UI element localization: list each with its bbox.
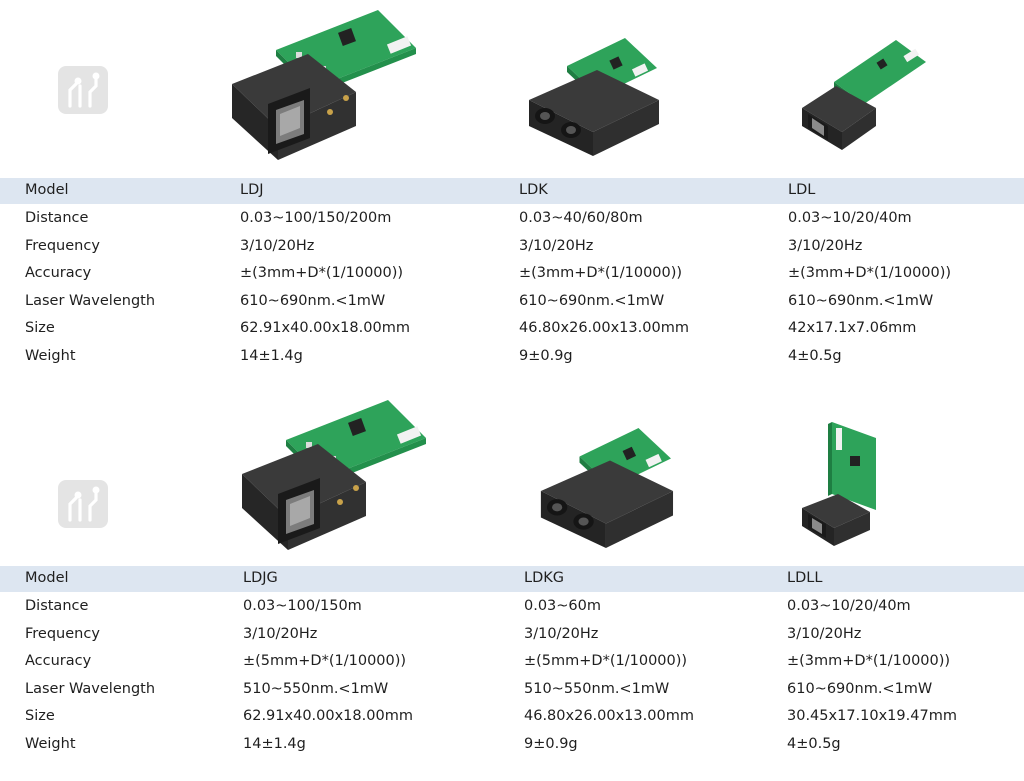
table-cell: 46.80x26.00x13.00mm — [524, 708, 694, 724]
row-label: Laser Wavelength — [25, 293, 156, 309]
table-cell: ±(3mm+D*(1/10000)) — [519, 265, 683, 281]
table-cell: 0.03~10/20/40m — [787, 598, 911, 614]
table-cell: 62.91x40.00x18.00mm — [240, 320, 410, 336]
row-label: Distance — [25, 210, 89, 226]
table-cell: 9±0.9g — [519, 348, 573, 364]
table-cell: 14±1.4g — [243, 736, 306, 752]
table-cell: 62.91x40.00x18.00mm — [243, 708, 413, 724]
laser-module-ldl — [802, 40, 926, 150]
table-cell: 3/10/20Hz — [240, 238, 315, 254]
table-cell: ±(3mm+D*(1/10000)) — [787, 653, 951, 669]
table-cell: 0.03~100/150/200m — [240, 210, 392, 226]
row-label: Frequency — [25, 238, 100, 254]
table-cell: 0.03~40/60/80m — [519, 210, 643, 226]
table-row-frequency: Frequency 3/10/20Hz 3/10/20Hz 3/10/20Hz — [0, 234, 1024, 260]
row-label: Distance — [25, 598, 89, 614]
row-label: Model — [25, 182, 69, 198]
table-cell: 3/10/20Hz — [787, 626, 862, 642]
table-cell: 610~690nm.<1mW — [519, 293, 665, 309]
row-label: Model — [25, 570, 69, 586]
table-cell: 3/10/20Hz — [243, 626, 318, 642]
model-name-ldj: LDJ — [240, 182, 264, 198]
table-cell: 46.80x26.00x13.00mm — [519, 320, 689, 336]
row-label: Size — [25, 708, 55, 724]
table-cell: 14±1.4g — [240, 348, 303, 364]
table-row-weight: Weight 14±1.4g 9±0.9g 4±0.5g — [0, 344, 1024, 370]
row-label: Laser Wavelength — [25, 681, 156, 697]
model-name-ldjg: LDJG — [243, 570, 278, 586]
laser-module-ldll — [802, 422, 876, 546]
table-cell: 610~690nm.<1mW — [787, 681, 933, 697]
row-label: Weight — [25, 348, 76, 364]
row-label: Accuracy — [25, 653, 92, 669]
brand-logo-icon — [58, 480, 108, 528]
spec-section-2: Model LDJG LDKG LDLL Distance 0.03~100/1… — [0, 390, 1024, 781]
table-cell: 0.03~10/20/40m — [788, 210, 912, 226]
table-row-distance: Distance 0.03~100/150m 0.03~60m 0.03~10/… — [0, 594, 1024, 620]
laser-module-ldkg — [540, 428, 674, 548]
model-name-ldl: LDL — [788, 182, 816, 198]
model-name-ldkg: LDKG — [524, 570, 564, 586]
table-row-frequency: Frequency 3/10/20Hz 3/10/20Hz 3/10/20Hz — [0, 622, 1024, 648]
table-cell: 30.45x17.10x19.47mm — [787, 708, 957, 724]
table-cell: 4±0.5g — [788, 348, 842, 364]
table-row-model: Model LDJ LDK LDL — [0, 178, 1024, 204]
table-cell: 610~690nm.<1mW — [240, 293, 386, 309]
table-cell: ±(5mm+D*(1/10000)) — [524, 653, 688, 669]
table-cell: 3/10/20Hz — [519, 238, 594, 254]
spec-section-1: Model LDJ LDK LDL Distance 0.03~100/150/… — [0, 0, 1024, 390]
table-cell: ±(5mm+D*(1/10000)) — [243, 653, 407, 669]
row-label: Accuracy — [25, 265, 92, 281]
table-cell: 610~690nm.<1mW — [788, 293, 934, 309]
table-cell: 510~550nm.<1mW — [524, 681, 670, 697]
laser-module-ldjg — [242, 400, 426, 550]
table-cell: 9±0.9g — [524, 736, 578, 752]
row-label: Weight — [25, 736, 76, 752]
table-row-size: Size 62.91x40.00x18.00mm 46.80x26.00x13.… — [0, 704, 1024, 730]
table-row-weight: Weight 14±1.4g 9±0.9g 4±0.5g — [0, 732, 1024, 758]
table-row-size: Size 62.91x40.00x18.00mm 46.80x26.00x13.… — [0, 316, 1024, 342]
table-row-distance: Distance 0.03~100/150/200m 0.03~40/60/80… — [0, 206, 1024, 232]
brand-logo-icon — [58, 66, 108, 114]
table-row-accuracy: Accuracy ±(3mm+D*(1/10000)) ±(3mm+D*(1/1… — [0, 261, 1024, 287]
laser-module-ldj — [232, 10, 416, 160]
table-cell: 4±0.5g — [787, 736, 841, 752]
row-label: Frequency — [25, 626, 100, 642]
table-cell: ±(3mm+D*(1/10000)) — [240, 265, 404, 281]
table-cell: 3/10/20Hz — [788, 238, 863, 254]
table-row-laser-wavelength: Laser Wavelength 510~550nm.<1mW 510~550n… — [0, 677, 1024, 703]
table-cell: 42x17.1x7.06mm — [788, 320, 917, 336]
model-name-ldk: LDK — [519, 182, 548, 198]
table-cell: 3/10/20Hz — [524, 626, 599, 642]
table-cell: ±(3mm+D*(1/10000)) — [788, 265, 952, 281]
row-label: Size — [25, 320, 55, 336]
table-row-accuracy: Accuracy ±(5mm+D*(1/10000)) ±(5mm+D*(1/1… — [0, 649, 1024, 675]
model-name-ldll: LDLL — [787, 570, 823, 586]
table-cell: 0.03~60m — [524, 598, 602, 614]
table-cell: 510~550nm.<1mW — [243, 681, 389, 697]
table-row-model: Model LDJG LDKG LDLL — [0, 566, 1024, 592]
table-row-laser-wavelength: Laser Wavelength 610~690nm.<1mW 610~690n… — [0, 289, 1024, 315]
laser-module-ldk — [529, 38, 659, 156]
table-cell: 0.03~100/150m — [243, 598, 362, 614]
